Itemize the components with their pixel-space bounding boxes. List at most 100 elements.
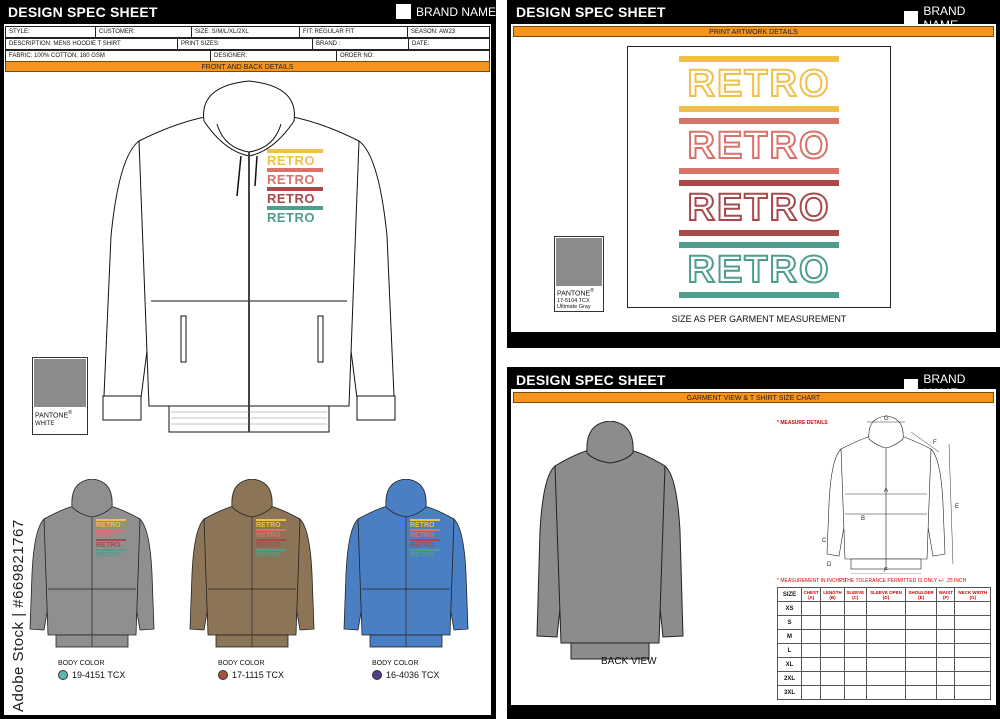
right-cuff: [356, 395, 396, 421]
size-header-cell: WAIST (F): [936, 587, 956, 602]
size-value-cell: [843, 685, 867, 700]
swatch-color: [34, 359, 86, 407]
size-value-cell: [820, 643, 845, 658]
spec-sheet-size-chart: DESIGN SPEC SHEET BRAND NAME GARMENT VIE…: [507, 367, 1000, 719]
chest-print-1: [267, 149, 323, 153]
artwork-stripe-bottom: [679, 106, 839, 112]
size-value-cell: [905, 643, 938, 658]
size-value-cell: [820, 601, 845, 616]
artwork-stripe-top: [679, 56, 839, 62]
label-a: A: [884, 488, 888, 494]
size-value-cell: [800, 615, 822, 630]
spec-sheet-artwork: DESIGN SPEC SHEET BRAND NAME PRINT ARTWO…: [507, 0, 1000, 348]
back-view-label: BACK VIEW: [601, 656, 657, 667]
size-header-cell: LENGTH (B): [820, 587, 845, 602]
spec-info-table-2: DESCRIPTION: MENS HOODIE T SHIRT PRINT S…: [5, 38, 490, 50]
size-value-cell: [936, 629, 956, 644]
variant-print-band: [256, 529, 286, 531]
size-value-cell: [800, 643, 822, 658]
pantone-name: WHITE: [35, 421, 55, 428]
body-color-label: BODY COLOR: [372, 660, 419, 667]
size-header-cell: CHEST (A): [800, 587, 822, 602]
spec-info-table-3: FABRIC: 100% COTTON, 180 GSM DESIGNER: O…: [5, 50, 490, 62]
size-value-cell: [843, 629, 867, 644]
artwork-stripe-bottom: [679, 292, 839, 298]
size-header-cell: SLEEVE (C): [843, 587, 867, 602]
fit-field: FIT: REGULAR FIT: [299, 26, 408, 38]
size-label-cell: M: [777, 629, 802, 644]
watermark-text: Adobe Stock | #669821767: [10, 519, 27, 712]
size-label-cell: 3XL: [777, 685, 802, 700]
variant-print-band: [410, 519, 440, 521]
pantone-label: PANTONE: [557, 290, 591, 298]
variant-print-word: RETRO: [256, 532, 281, 539]
customer-field: CUSTOMER:: [95, 26, 192, 38]
sheet-body: STYLE: CUSTOMER: SIZE: S/M/L/XL/2XL FIT:…: [4, 24, 491, 715]
size-row: XL: [777, 657, 991, 672]
pantone-name: Ultimate Gray: [557, 304, 591, 311]
brand-logo-box: [396, 4, 411, 19]
size-row: S: [777, 615, 991, 630]
description-field: DESCRIPTION: MENS HOODIE T SHIRT: [5, 38, 178, 50]
size-value-cell: [954, 685, 991, 700]
chest-print-2: [267, 168, 323, 172]
size-value-cell: [843, 671, 867, 686]
size-value-cell: [936, 685, 956, 700]
size-value-cell: [843, 643, 867, 658]
hoodie-variant-3: [343, 479, 469, 648]
color-dot: [58, 670, 68, 680]
chest-print-4: [267, 206, 323, 210]
variant-print-band: [96, 519, 126, 521]
sheet-title: DESIGN SPEC SHEET: [516, 372, 666, 388]
variant-print-word: RETRO: [256, 552, 281, 559]
hoodie-variant-1: [29, 479, 155, 648]
size-value-cell: [905, 629, 938, 644]
stock-watermark: Adobe Stock | #669821767: [8, 490, 28, 715]
pantone-swatch-white: PANTONE® WHITE: [32, 357, 88, 435]
size-value-cell: [800, 629, 822, 644]
hoodie-variant-2: [189, 479, 315, 648]
variant-print-word: RETRO: [410, 522, 435, 529]
variant-print-band: [96, 529, 126, 531]
chest-print-3: [267, 187, 323, 191]
pantone-label-row: PANTONE®: [555, 287, 603, 298]
chest-print-word-3: RETRO: [267, 191, 315, 206]
label-g: G: [884, 416, 889, 422]
hood-shape: [203, 80, 295, 157]
spec-info-table: STYLE: CUSTOMER: SIZE: S/M/L/XL/2XL FIT:…: [5, 26, 490, 38]
sheet-title: DESIGN SPEC SHEET: [8, 4, 158, 20]
size-header-cell: SIZE: [777, 587, 802, 602]
variant-print-band: [410, 549, 440, 551]
size-value-cell: [905, 615, 938, 630]
size-value-cell: [954, 671, 991, 686]
artwork-stripe-top: [679, 180, 839, 186]
size-row: L: [777, 643, 991, 658]
size-value-cell: [954, 629, 991, 644]
size-value-cell: [865, 671, 907, 686]
size-label-cell: S: [777, 615, 802, 630]
artwork-stripe-top: [679, 242, 839, 248]
label-f: F: [933, 440, 937, 446]
size-label-cell: 2XL: [777, 671, 802, 686]
date-field: DATE:: [408, 38, 490, 50]
size-label-cell: L: [777, 643, 802, 658]
size-value-cell: [843, 601, 867, 616]
measurement-diagram: G F E A B C D F: [822, 415, 959, 574]
color-code-text: 16-4036 TCX: [386, 670, 440, 680]
size-value-cell: [800, 657, 822, 672]
sheet-title: DESIGN SPEC SHEET: [516, 4, 666, 20]
variant-print-word: RETRO: [410, 532, 435, 539]
variant-print-band: [96, 539, 126, 541]
size-value-cell: [905, 685, 938, 700]
artwork-word: RETRO: [687, 249, 831, 291]
size-value-cell: [800, 685, 822, 700]
pantone-reg: ®: [590, 288, 594, 294]
print-sizes-field: PRINT SIZES:: [177, 38, 313, 50]
size-value-cell: [954, 615, 991, 630]
size-label-cell: XL: [777, 657, 802, 672]
season-field: SEASON: AW23: [407, 26, 490, 38]
size-header-cell: SLEEVE OPEN (D): [865, 587, 907, 602]
size-value-cell: [936, 615, 956, 630]
section-bar-print-artwork: PRINT ARTWORK DETAILS: [513, 26, 994, 37]
